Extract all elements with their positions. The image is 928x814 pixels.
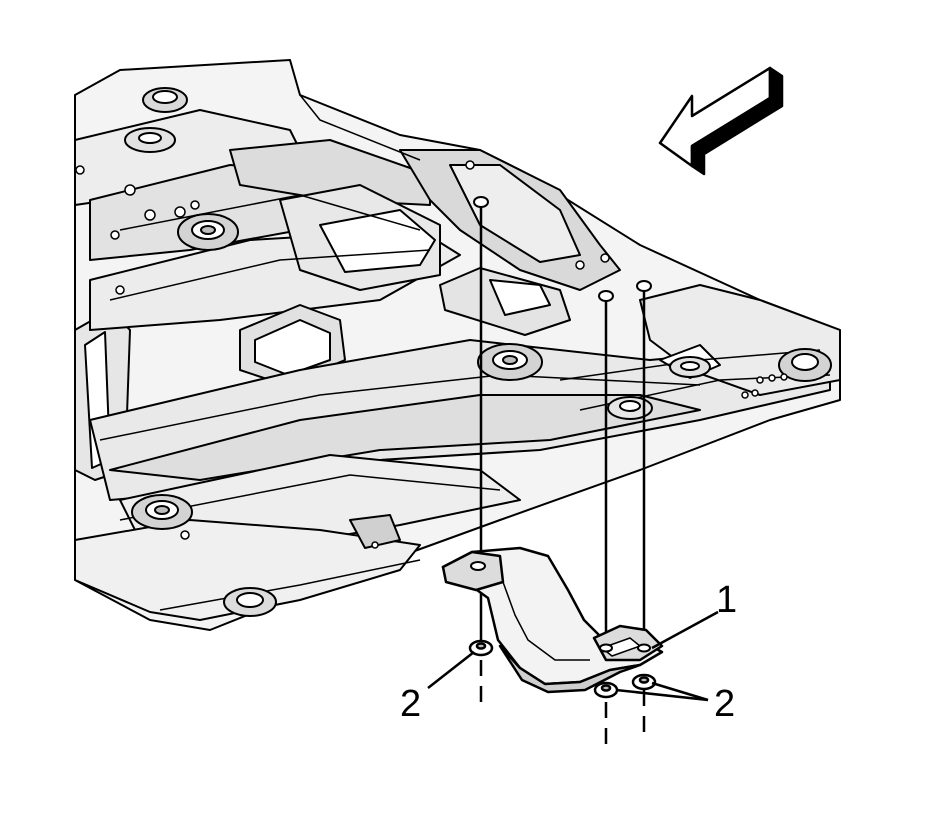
heat-shield	[441, 546, 664, 694]
leader-line-2-left	[427, 651, 475, 689]
leader-line-1	[651, 610, 719, 650]
mount-pad	[223, 587, 277, 617]
mount-pad	[131, 494, 193, 530]
mount-pad	[778, 348, 832, 382]
leader-lines	[427, 610, 719, 702]
mount-pad	[142, 87, 188, 113]
leader-line-2-right-b	[651, 681, 709, 702]
callout-2-left: 2	[400, 683, 421, 725]
nut-mid	[593, 681, 619, 699]
nut-left	[468, 639, 494, 657]
upper-stud-points	[473, 196, 652, 302]
mount-pad	[477, 343, 543, 381]
underbody-floor-pan	[74, 59, 841, 631]
callout-2-right: 2	[714, 683, 735, 725]
mount-pad	[124, 127, 176, 153]
front-arrow-icon	[658, 66, 784, 176]
callout-1: 1	[716, 579, 737, 621]
mount-pad	[607, 396, 653, 420]
mount-pad	[669, 356, 711, 378]
mount-pad	[177, 213, 239, 251]
leader-line-2-right-a	[615, 688, 709, 702]
body-mount-pads	[75, 87, 832, 617]
nut-right	[631, 673, 657, 691]
